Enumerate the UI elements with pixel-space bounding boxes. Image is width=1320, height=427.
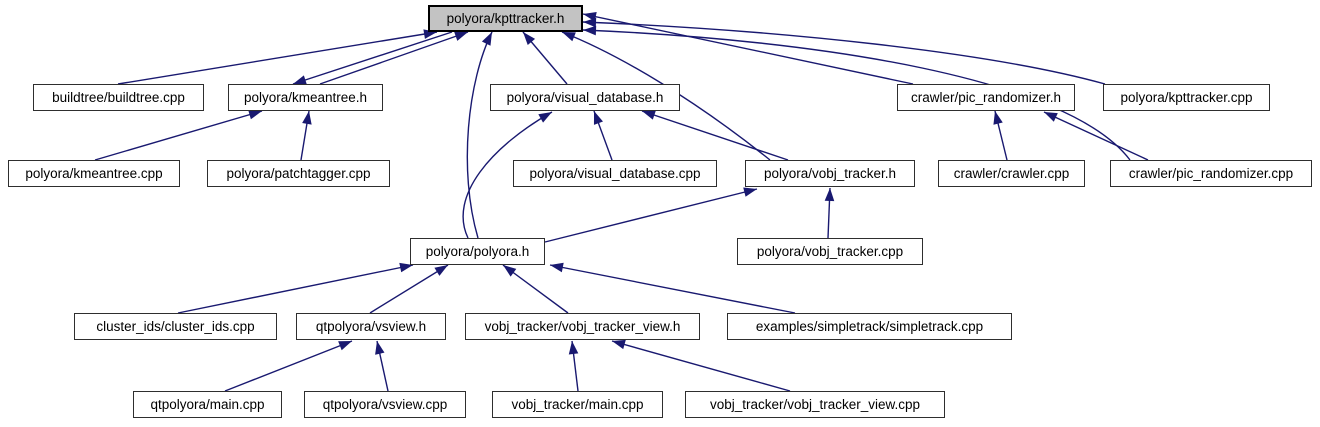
- node-visual-database-cpp[interactable]: polyora/visual_database.cpp: [513, 160, 717, 187]
- node-label: vobj_tracker/vobj_tracker_view.h: [484, 319, 681, 334]
- node-vt-main-cpp[interactable]: vobj_tracker/main.cpp: [492, 391, 663, 418]
- node-label: crawler/crawler.cpp: [953, 166, 1070, 181]
- node-kpttracker-cpp[interactable]: polyora/kpttracker.cpp: [1103, 84, 1270, 111]
- node-vsview-h[interactable]: qtpolyora/vsview.h: [296, 313, 446, 340]
- arrowhead-vsview-h-to-polyora-h: [434, 265, 448, 276]
- arrowhead-kmeantree-h-to-kpttracker-h: [454, 31, 468, 41]
- node-label: polyora/kmeantree.cpp: [25, 166, 163, 181]
- node-label: polyora/visual_database.h: [506, 90, 664, 105]
- arrowhead-qtpolyora-main-cpp-to-vsview-h: [338, 341, 352, 351]
- edge-vobj-tracker-h-to-visual-database-h: [641, 110, 789, 161]
- arrowhead-kmeantree-cpp-to-kmeantree-h: [248, 110, 262, 120]
- node-visual-database-h[interactable]: polyora/visual_database.h: [490, 84, 680, 111]
- arrowhead-patchtagger-cpp-to-kmeantree-h: [302, 111, 312, 125]
- node-label: examples/simpletrack/simpletrack.cpp: [755, 319, 984, 334]
- arrowhead-vobj-tracker-h-to-kpttracker-h: [562, 32, 576, 42]
- edge-pic-randomizer-cpp-to-kpttracker-h: [582, 29, 1131, 161]
- arrowhead-vobj-tracker-h-to-visual-database-h: [642, 110, 656, 120]
- node-pic-randomizer-cpp[interactable]: crawler/pic_randomizer.cpp: [1110, 160, 1312, 187]
- node-label: polyora/kmeantree.h: [243, 90, 368, 105]
- arrowhead-kpttracker-cpp-to-kpttracker-h: [583, 17, 597, 28]
- edge-polyora-h-to-kpttracker-h: [466, 31, 493, 239]
- node-label: vobj_tracker/main.cpp: [511, 397, 644, 412]
- arrowhead-vt-view-cpp-to-vobj-tracker-view-h: [612, 339, 626, 350]
- arrowhead-pic-randomizer-cpp-to-kpttracker-h: [583, 25, 597, 36]
- node-label: crawler/pic_randomizer.cpp: [1128, 166, 1294, 181]
- node-label: qtpolyora/vsview.h: [315, 319, 427, 334]
- arrowhead-polyora-h-to-kpttracker-h: [481, 32, 492, 46]
- node-label: polyora/kpttracker.cpp: [1120, 90, 1253, 105]
- edge-vsview-h-to-polyora-h: [369, 264, 449, 314]
- node-label: crawler/pic_randomizer.h: [910, 90, 1062, 105]
- node-buildtree-cpp[interactable]: buildtree/buildtree.cpp: [33, 84, 204, 111]
- edge-cluster-ids-cpp-to-polyora-h: [177, 264, 414, 314]
- node-label: polyora/vobj_tracker.h: [763, 166, 897, 181]
- edge-vobj-tracker-h-to-kpttracker-h: [561, 31, 771, 161]
- node-vt-view-cpp[interactable]: vobj_tracker/vobj_tracker_view.cpp: [685, 391, 945, 418]
- edge-kmeantree-h-to-kpttracker-h: [319, 31, 469, 85]
- arrowhead-vobj-tracker-view-h-to-polyora-h: [503, 265, 517, 277]
- edge-polyora-h-to-vobj-tracker-h: [544, 188, 758, 243]
- arrowhead-vobj-tracker-cpp-to-vobj-tracker-h: [824, 188, 835, 202]
- node-label: polyora/patchtagger.cpp: [226, 166, 371, 181]
- arrowhead-pic-randomizer-cpp-to-pic-randomizer-h: [1044, 112, 1058, 122]
- arrowhead-polyora-h-to-visual-database-h: [538, 112, 552, 123]
- node-label: polyora/kpttracker.h: [446, 11, 565, 26]
- node-vobj-tracker-h[interactable]: polyora/vobj_tracker.h: [745, 160, 915, 187]
- edge-vobj-tracker-view-h-to-polyora-h: [502, 264, 569, 314]
- edge-pic-randomizer-h-to-kpttracker-h: [582, 13, 914, 85]
- node-label: polyora/polyora.h: [425, 244, 530, 259]
- node-label: cluster_ids/cluster_ids.cpp: [96, 319, 255, 334]
- edge-kmeantree-cpp-to-kmeantree-h: [94, 110, 263, 161]
- node-label: vobj_tracker/vobj_tracker_view.cpp: [709, 397, 921, 412]
- edge-vt-view-cpp-to-vobj-tracker-view-h: [611, 340, 791, 392]
- arrowhead-simpletrack-cpp-to-polyora-h: [550, 262, 564, 273]
- arrowhead-vt-main-cpp-to-vobj-tracker-view-h: [568, 341, 579, 355]
- arrowhead-kpttracker-h-to-kmeantree-h: [293, 75, 307, 85]
- node-kmeantree-h[interactable]: polyora/kmeantree.h: [228, 84, 383, 111]
- node-patchtagger-cpp[interactable]: polyora/patchtagger.cpp: [207, 160, 390, 187]
- arrowhead-polyora-h-to-vobj-tracker-h: [743, 187, 757, 197]
- node-qtpolyora-main-cpp[interactable]: qtpolyora/main.cpp: [133, 391, 282, 418]
- node-label: buildtree/buildtree.cpp: [52, 90, 185, 105]
- edge-simpletrack-cpp-to-polyora-h: [549, 264, 796, 314]
- edge-kpttracker-cpp-to-kpttracker-h: [582, 21, 1106, 85]
- arrowhead-vsview-cpp-to-vsview-h: [375, 341, 385, 355]
- edge-polyora-h-to-visual-database-h: [462, 111, 553, 239]
- node-simpletrack-cpp[interactable]: examples/simpletrack/simpletrack.cpp: [727, 313, 1012, 340]
- edge-qtpolyora-main-cpp-to-vsview-h: [224, 340, 353, 392]
- node-vobj-tracker-view-h[interactable]: vobj_tracker/vobj_tracker_view.h: [465, 313, 700, 340]
- node-kmeantree-cpp[interactable]: polyora/kmeantree.cpp: [8, 160, 180, 187]
- edge-pic-randomizer-cpp-to-pic-randomizer-h: [1043, 111, 1149, 161]
- node-crawler-cpp[interactable]: crawler/crawler.cpp: [938, 160, 1085, 187]
- node-vobj-tracker-cpp[interactable]: polyora/vobj_tracker.cpp: [737, 238, 923, 265]
- edge-kpttracker-h-to-kmeantree-h: [292, 31, 453, 85]
- node-kpttracker-h[interactable]: polyora/kpttracker.h: [428, 5, 583, 32]
- node-cluster-ids-cpp[interactable]: cluster_ids/cluster_ids.cpp: [74, 313, 277, 340]
- arrowhead-visual-database-h-to-kpttracker-h: [523, 32, 536, 46]
- node-label: polyora/vobj_tracker.cpp: [756, 244, 904, 259]
- arrowhead-cluster-ids-cpp-to-polyora-h: [399, 262, 413, 273]
- node-polyora-h[interactable]: polyora/polyora.h: [410, 238, 545, 265]
- node-label: qtpolyora/vsview.cpp: [322, 397, 448, 412]
- node-label: qtpolyora/main.cpp: [150, 397, 265, 412]
- arrowhead-visual-database-cpp-to-visual-database-h: [593, 111, 603, 125]
- edge-buildtree-cpp-to-kpttracker-h: [117, 31, 438, 85]
- arrowhead-crawler-cpp-to-pic-randomizer-h: [993, 111, 1003, 125]
- node-vsview-cpp[interactable]: qtpolyora/vsview.cpp: [304, 391, 466, 418]
- node-label: polyora/visual_database.cpp: [529, 166, 701, 181]
- node-pic-randomizer-h[interactable]: crawler/pic_randomizer.h: [897, 84, 1075, 111]
